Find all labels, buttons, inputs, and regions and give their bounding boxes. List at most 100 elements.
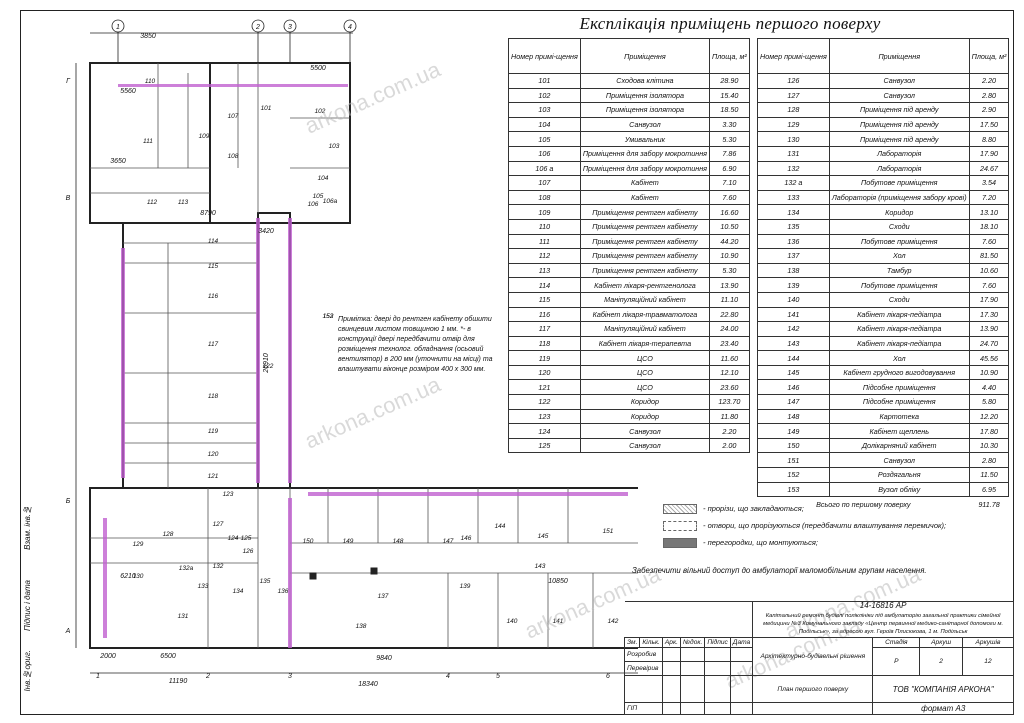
- room-area: 8.80: [968, 131, 1010, 147]
- room-area: 2.20: [709, 423, 750, 439]
- room-name: Лабораторія (приміщення забору крові): [828, 189, 970, 206]
- room-label: 140: [507, 618, 518, 625]
- room-name: Вузол обліку: [828, 481, 970, 498]
- room-area: 24.70: [968, 335, 1010, 352]
- room-number: 137: [757, 248, 830, 264]
- room-area: 45.56: [968, 350, 1010, 366]
- room-label: 103: [329, 143, 340, 150]
- room-name: Приміщення рентген кабінету: [579, 218, 711, 235]
- room-label: 106а: [323, 198, 338, 205]
- svg-text:1: 1: [116, 24, 120, 31]
- room-name: Побутове приміщення: [828, 277, 970, 293]
- room-name: Приміщення ізолятора: [579, 87, 711, 104]
- room-label: 107: [228, 113, 239, 120]
- room-area: 10.60: [968, 262, 1010, 279]
- room-name: Коридор: [828, 204, 970, 220]
- room-label: 131: [178, 613, 189, 620]
- room-label: 122: [263, 363, 274, 370]
- room-area: 6.90: [709, 160, 750, 177]
- room-label: 113: [178, 199, 189, 206]
- legend-swatch-openings: [663, 520, 697, 531]
- room-label: 124: [228, 535, 239, 542]
- access-note: Забезпечити вільний доступ до амбулаторі…: [632, 566, 927, 575]
- room-number: 124: [508, 423, 581, 439]
- room-number: 132: [757, 160, 830, 177]
- room-label: 109: [199, 133, 210, 140]
- room-label: 129: [133, 541, 144, 548]
- room-number: 104: [508, 116, 581, 133]
- room-label: 148: [393, 538, 404, 545]
- room-number: 149: [757, 423, 830, 439]
- room-name: Долікарняний кабінет: [828, 437, 970, 454]
- room-area: 17.80: [968, 423, 1010, 439]
- svg-text:3650: 3650: [110, 158, 126, 165]
- total-label: Всього по першому поверху: [816, 499, 911, 509]
- svg-text:2000: 2000: [99, 653, 116, 660]
- room-number: 144: [757, 350, 830, 366]
- room-number: 147: [757, 394, 830, 410]
- room-area: 10.90: [968, 364, 1010, 381]
- room-number: 106 а: [508, 160, 581, 177]
- room-label: 152: [323, 313, 334, 320]
- room-name: Приміщення для забору мокротиння: [579, 145, 711, 162]
- room-area: 2.90: [968, 102, 1010, 118]
- room-label: 135: [260, 578, 271, 585]
- room-number: 134: [757, 204, 830, 220]
- room-area: 13.90: [709, 277, 750, 293]
- room-name: Побутове приміщення: [828, 233, 970, 250]
- svg-text:В: В: [66, 195, 71, 202]
- room-number: 119: [508, 350, 581, 366]
- svg-text:2: 2: [205, 673, 210, 680]
- room-number: 128: [757, 102, 830, 118]
- room-name: Маніпуляційний кабінет: [579, 291, 711, 308]
- room-name: Тамбур: [828, 262, 970, 279]
- room-name: Санвузол: [579, 437, 711, 454]
- room-number: 146: [757, 379, 830, 396]
- room-name: Кабінет лікаря-педіатра: [828, 321, 970, 337]
- room-number: 113: [508, 262, 581, 279]
- room-number: 152: [757, 467, 830, 483]
- room-name: Приміщення під аренду: [828, 116, 970, 133]
- svg-text:Г: Г: [66, 78, 71, 85]
- room-name: Приміщення рентген кабінету: [579, 204, 711, 220]
- room-area: 13.10: [968, 204, 1010, 220]
- room-label: 144: [495, 523, 506, 530]
- room-number: 130: [757, 131, 830, 147]
- room-label: 123: [223, 491, 234, 498]
- room-label: 112: [147, 199, 158, 206]
- svg-text:4: 4: [446, 673, 450, 680]
- room-number: 132 а: [757, 175, 830, 191]
- room-area: 7.60: [968, 277, 1010, 293]
- room-number: 110: [508, 218, 581, 235]
- svg-text:11190: 11190: [169, 678, 188, 685]
- room-number: 105: [508, 131, 581, 147]
- room-number: 139: [757, 277, 830, 293]
- room-number: 148: [757, 408, 830, 425]
- room-label: 139: [460, 583, 471, 590]
- room-label: 114: [208, 238, 219, 245]
- room-name: Підсобне приміщення: [828, 394, 970, 410]
